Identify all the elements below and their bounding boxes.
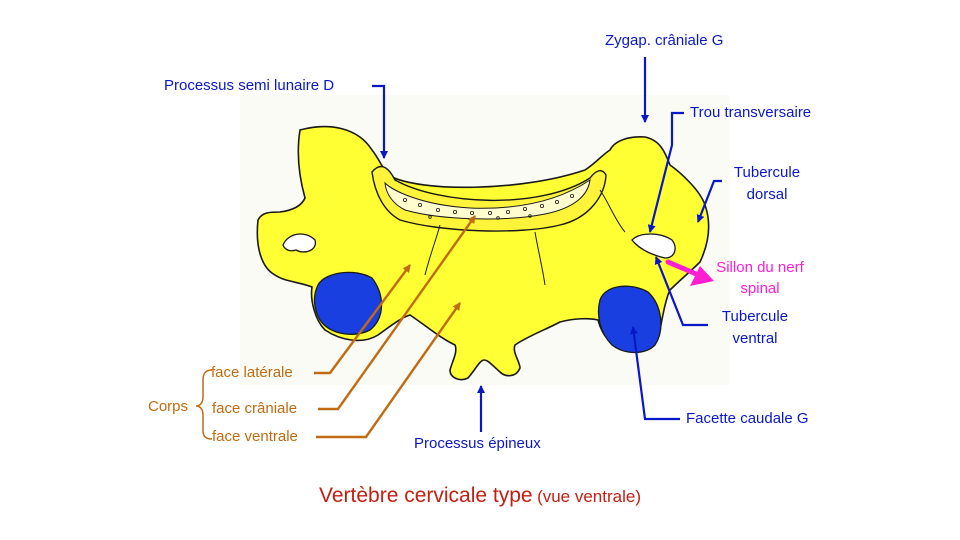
figure-caption: Vertèbre cervicale type (vue ventrale) xyxy=(0,484,960,508)
transverse-contour xyxy=(599,189,626,233)
corps-brace xyxy=(195,369,213,440)
label-tubercule-dorsal-line1: Tubercule xyxy=(733,164,801,181)
label-tubercule-ventral-line2: ventral xyxy=(732,330,778,347)
label-processus-semi-lunaire: Processus semi lunaire D xyxy=(164,77,335,94)
label-corps: Corps xyxy=(148,398,189,415)
leader-processus-semi-lunaire xyxy=(372,84,388,159)
label-sillon-line2: spinal xyxy=(740,280,780,297)
label-sillon-nerf-spinal: Sillon du nerf spinal xyxy=(706,259,814,298)
label-facette-caudale: Facette caudale G xyxy=(686,410,809,427)
leader-trou-transversaire xyxy=(647,111,684,233)
label-tubercule-dorsal-line2: dorsal xyxy=(746,186,788,203)
leader-tubercule-ventral xyxy=(654,256,708,327)
arrow-sillon-head xyxy=(690,266,714,286)
label-face-ventrale: face ventrale xyxy=(212,428,298,445)
right-caudal-facet xyxy=(597,285,662,354)
left-transverse-foramen xyxy=(282,233,317,253)
leader-facette-caudale xyxy=(629,326,680,421)
right-transverse-foramen xyxy=(631,233,676,259)
leader-face-ventrale xyxy=(316,302,461,439)
label-face-craniale: face crâniale xyxy=(212,400,298,417)
label-sillon-line1: Sillon du nerf xyxy=(716,259,804,276)
label-trou-transversaire: Trou transversaire xyxy=(690,104,812,121)
leader-tubercule-dorsal xyxy=(696,179,722,223)
leader-face-laterale xyxy=(314,264,411,375)
body-contour-right xyxy=(534,231,546,286)
label-zygap-craniale: Zygap. crâniale G xyxy=(605,32,724,49)
label-processus-epineux: Processus épineux xyxy=(414,435,541,452)
label-tubercule-ventral: Tubercule ventral xyxy=(710,308,800,348)
label-tubercule-dorsal: Tubercule dorsal xyxy=(722,164,812,204)
left-caudal-facet xyxy=(313,271,383,335)
label-tubercule-ventral-line1: Tubercule xyxy=(721,308,789,325)
caption-sub: (vue ventrale) xyxy=(537,487,641,506)
cranial-face-pores xyxy=(402,193,575,220)
body-contour-left xyxy=(424,224,441,276)
label-face-laterale: face latérale xyxy=(211,364,293,381)
caption-main: Vertèbre cervicale type xyxy=(319,484,533,507)
leader-face-craniale xyxy=(318,215,476,411)
